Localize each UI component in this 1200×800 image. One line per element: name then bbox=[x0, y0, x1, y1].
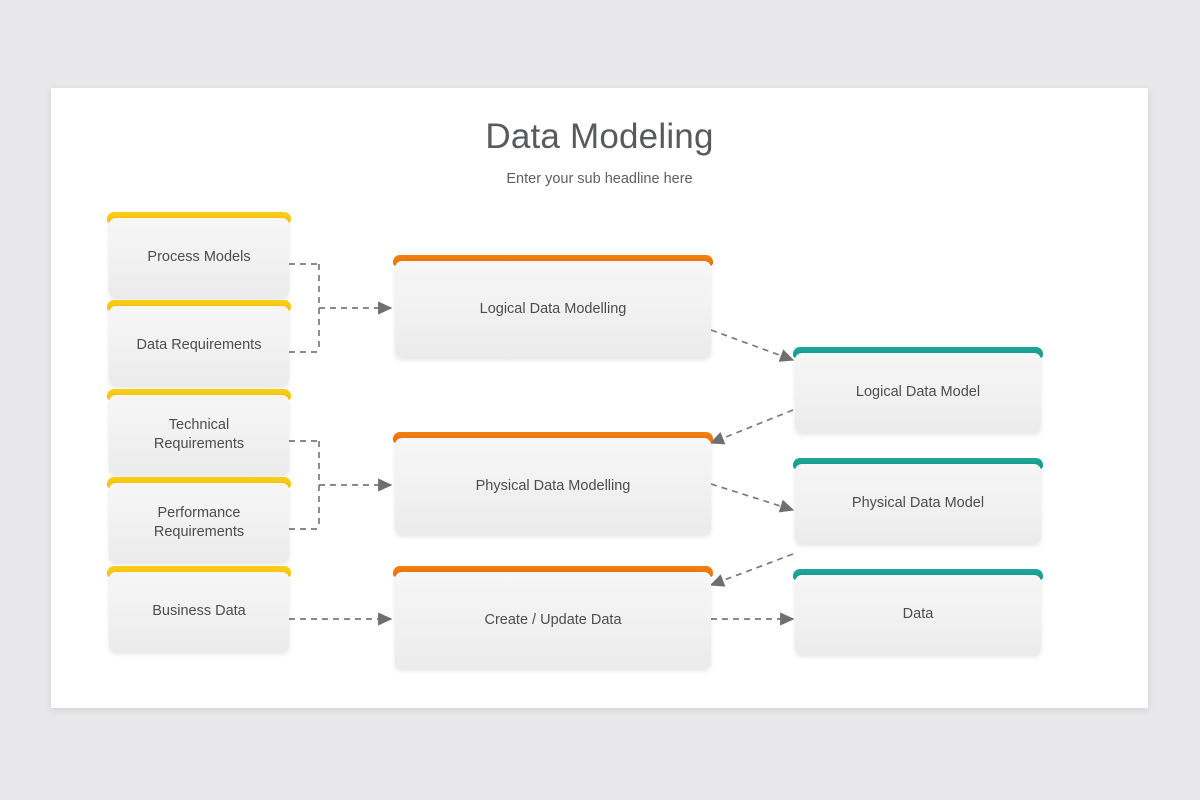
node-label: Logical Data Modelling bbox=[479, 300, 627, 317]
node-label: Data bbox=[902, 606, 934, 623]
slide-card: Data Modeling Enter your sub headline he… bbox=[51, 88, 1148, 708]
node-body: Technical Requirements bbox=[109, 395, 289, 475]
accent-bar-orange bbox=[393, 255, 713, 266]
node-physical-data-model[interactable]: Physical Data Model bbox=[793, 458, 1043, 544]
node-label: Logical Data Model bbox=[855, 384, 981, 401]
data-modeling-diagram: Process Models Data Requirements Technic… bbox=[51, 88, 1148, 708]
node-body: Process Models bbox=[109, 218, 289, 298]
node-logical-data-modelling[interactable]: Logical Data Modelling bbox=[393, 255, 713, 358]
accent-bar-teal bbox=[793, 347, 1043, 358]
accent-bar-teal bbox=[793, 458, 1043, 469]
node-physical-data-modelling[interactable]: Physical Data Modelling bbox=[393, 432, 713, 535]
accent-bar-teal bbox=[793, 569, 1043, 580]
node-body: Physical Data Model bbox=[795, 464, 1041, 544]
accent-bar-yellow bbox=[107, 477, 291, 488]
connector-logicalmodel-to-physicalmodelling bbox=[709, 409, 794, 445]
node-label: Technical Requirements bbox=[153, 416, 245, 452]
connector-physicalmodel-to-create bbox=[709, 553, 794, 587]
node-logical-data-model[interactable]: Logical Data Model bbox=[793, 347, 1043, 433]
node-label: Process Models bbox=[147, 249, 251, 266]
node-label: Data Requirements bbox=[136, 337, 262, 354]
connector-logicalmodelling-to-logicalmodel bbox=[710, 329, 795, 362]
node-process-models[interactable]: Process Models bbox=[107, 212, 291, 298]
node-label: Performance Requirements bbox=[153, 504, 245, 540]
node-body: Logical Data Modelling bbox=[395, 261, 711, 358]
node-body: Logical Data Model bbox=[795, 353, 1041, 433]
accent-bar-orange bbox=[393, 566, 713, 577]
accent-bar-yellow bbox=[107, 389, 291, 400]
node-label: Physical Data Modelling bbox=[475, 477, 631, 494]
page-subtitle: Enter your sub headline here bbox=[506, 171, 693, 187]
connector-inputs-to-physical bbox=[289, 440, 393, 530]
node-data-requirements[interactable]: Data Requirements bbox=[107, 300, 291, 386]
node-data[interactable]: Data bbox=[793, 569, 1043, 655]
accent-bar-yellow bbox=[107, 212, 291, 223]
node-performance-requirements[interactable]: Performance Requirements bbox=[107, 477, 291, 563]
node-label: Create / Update Data bbox=[484, 611, 622, 628]
accent-bar-yellow bbox=[107, 566, 291, 577]
accent-bar-orange bbox=[393, 432, 713, 443]
node-body: Create / Update Data bbox=[395, 572, 711, 669]
node-body: Physical Data Modelling bbox=[395, 438, 711, 535]
node-body: Business Data bbox=[109, 572, 289, 652]
connector-inputs-to-logical bbox=[289, 263, 393, 353]
node-label: Physical Data Model bbox=[851, 495, 985, 512]
accent-bar-yellow bbox=[107, 300, 291, 311]
page-title: Data Modeling bbox=[485, 117, 714, 156]
node-label: Business Data bbox=[152, 603, 246, 620]
node-technical-requirements[interactable]: Technical Requirements bbox=[107, 389, 291, 475]
node-body: Data Requirements bbox=[109, 306, 289, 386]
node-business-data[interactable]: Business Data bbox=[107, 566, 291, 652]
connector-physicalmodelling-to-physicalmodel bbox=[710, 483, 795, 513]
node-create-update-data[interactable]: Create / Update Data bbox=[393, 566, 713, 669]
node-body: Data bbox=[795, 575, 1041, 655]
node-body: Performance Requirements bbox=[109, 483, 289, 563]
